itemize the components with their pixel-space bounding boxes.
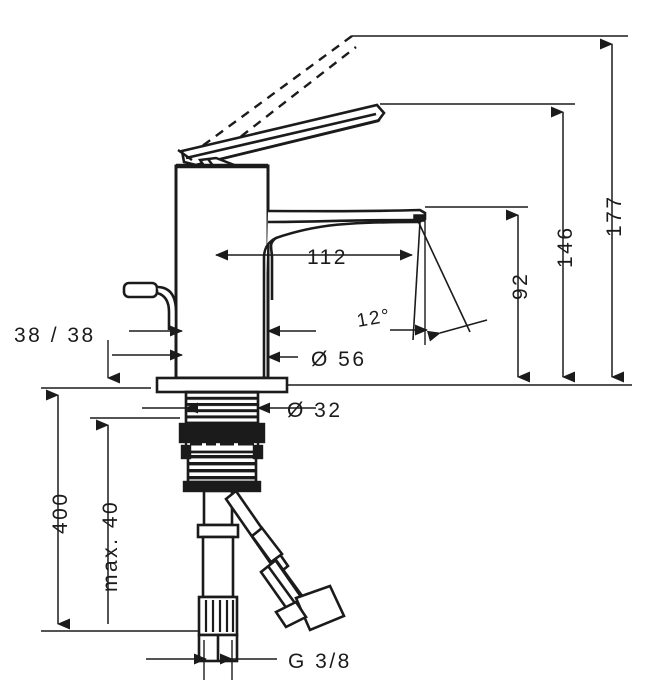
angle-leg-ref xyxy=(417,220,471,333)
dim-label-400: 400 xyxy=(49,491,72,534)
flexible-hose-vertical-icon xyxy=(196,489,240,663)
aerator-icon xyxy=(413,214,425,222)
threaded-shank-icon xyxy=(184,390,260,426)
dim-label-38-38: 38 / 38 xyxy=(14,324,96,347)
dim-label-dia-32: Ø 32 xyxy=(287,399,343,422)
mounting-flange-icon xyxy=(155,376,289,394)
lever-handle-icon xyxy=(180,103,386,167)
mixer-body-icon xyxy=(174,164,270,380)
dim-label-92: 92 xyxy=(509,272,532,300)
flexible-hose-angled-icon xyxy=(224,489,346,632)
dim-label-112: 112 xyxy=(307,246,348,269)
dim-label-12deg: 12° xyxy=(355,305,393,332)
fixing-nut-assembly-icon xyxy=(178,422,266,493)
dim-label-177: 177 xyxy=(603,194,626,237)
dim-label-max-40: max. 40 xyxy=(99,500,122,592)
dim-label-146: 146 xyxy=(554,225,577,268)
dim-label-dia-56: Ø 56 xyxy=(311,348,367,371)
dim-line-12deg-right xyxy=(426,319,488,342)
dim-label-g-3-8: G 3/8 xyxy=(288,650,352,673)
angle-leg-12deg xyxy=(412,221,421,341)
lever-pivot-icon xyxy=(177,149,193,161)
pop-up-waste-rod-icon xyxy=(122,281,178,330)
